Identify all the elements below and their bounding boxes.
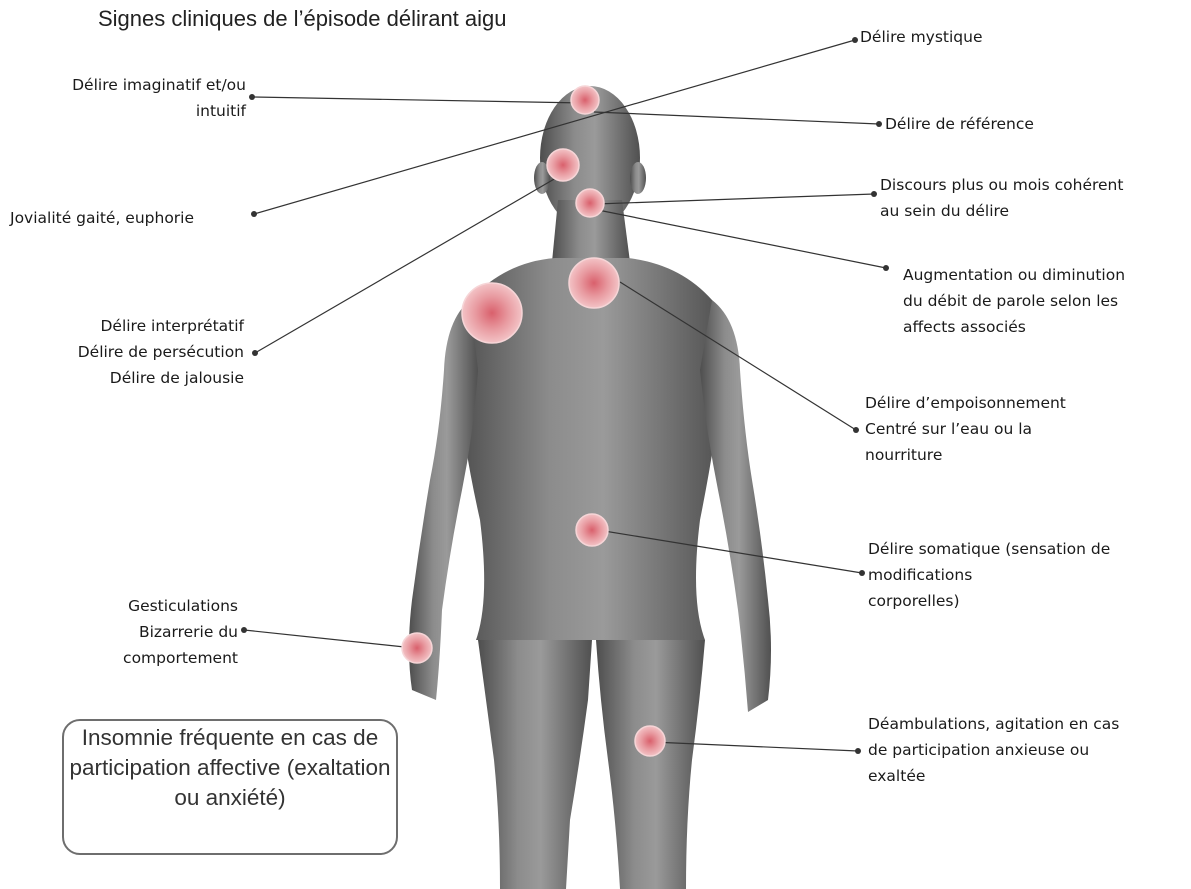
right-arm-shape (700, 300, 771, 712)
leader-dot (859, 570, 865, 576)
label-delire-reference: Délire de référence (885, 111, 1165, 137)
label-deambulations: Déambulations, agitation en cas de parti… (868, 711, 1180, 789)
label-delire-interpretatif: Délire interprétatif Délire de persécuti… (20, 313, 244, 391)
leader-dot (855, 748, 861, 754)
leader-dot (241, 627, 247, 633)
right-leg-shape (596, 640, 705, 889)
label-delire-mystique: Délire mystique (860, 24, 1160, 50)
leader-dot (871, 191, 877, 197)
diagram-title: Signes cliniques de l’épisode délirant a… (98, 6, 507, 32)
label-delire-imaginatif: Délire imaginatif et/ou intuitif (20, 72, 246, 124)
label-delire-somatique: Délire somatique (sensation de modificat… (868, 536, 1178, 614)
spot-belly (576, 514, 608, 546)
insomnia-note-box: Insomnie fréquente en cas de participati… (62, 719, 398, 855)
spot-mouth (576, 189, 604, 217)
label-delire-empoisonnement: Délire d’empoisonnement Centré sur l’eau… (865, 390, 1165, 468)
leader-dot (252, 350, 258, 356)
leader-dot (883, 265, 889, 271)
spot-thigh (635, 726, 665, 756)
leader-dot (852, 37, 858, 43)
leader-gesticulations (244, 630, 414, 648)
label-jovialite: Jovialité gaité, euphorie (10, 205, 250, 231)
leader-dot (251, 211, 257, 217)
spot-temple (547, 149, 579, 181)
leader-reference (594, 112, 879, 124)
label-discours: Discours plus ou mois cohérent au sein d… (880, 172, 1186, 224)
spot-throat (569, 258, 619, 308)
spot-shoulder (462, 283, 522, 343)
leader-imaginatif (252, 97, 584, 103)
spot-forehead (571, 86, 599, 114)
leader-dot (876, 121, 882, 127)
label-debit-parole: Augmentation ou diminution du débit de p… (903, 262, 1185, 340)
leader-dot (249, 94, 255, 100)
leader-discours (596, 194, 874, 204)
left-leg-shape (478, 640, 592, 889)
spot-hand (402, 633, 432, 663)
ear-right-shape (630, 162, 646, 194)
leader-dot (853, 427, 859, 433)
leader-debit (598, 210, 886, 268)
label-gesticulations: Gesticulations Bizarrerie du comportemen… (20, 593, 238, 671)
